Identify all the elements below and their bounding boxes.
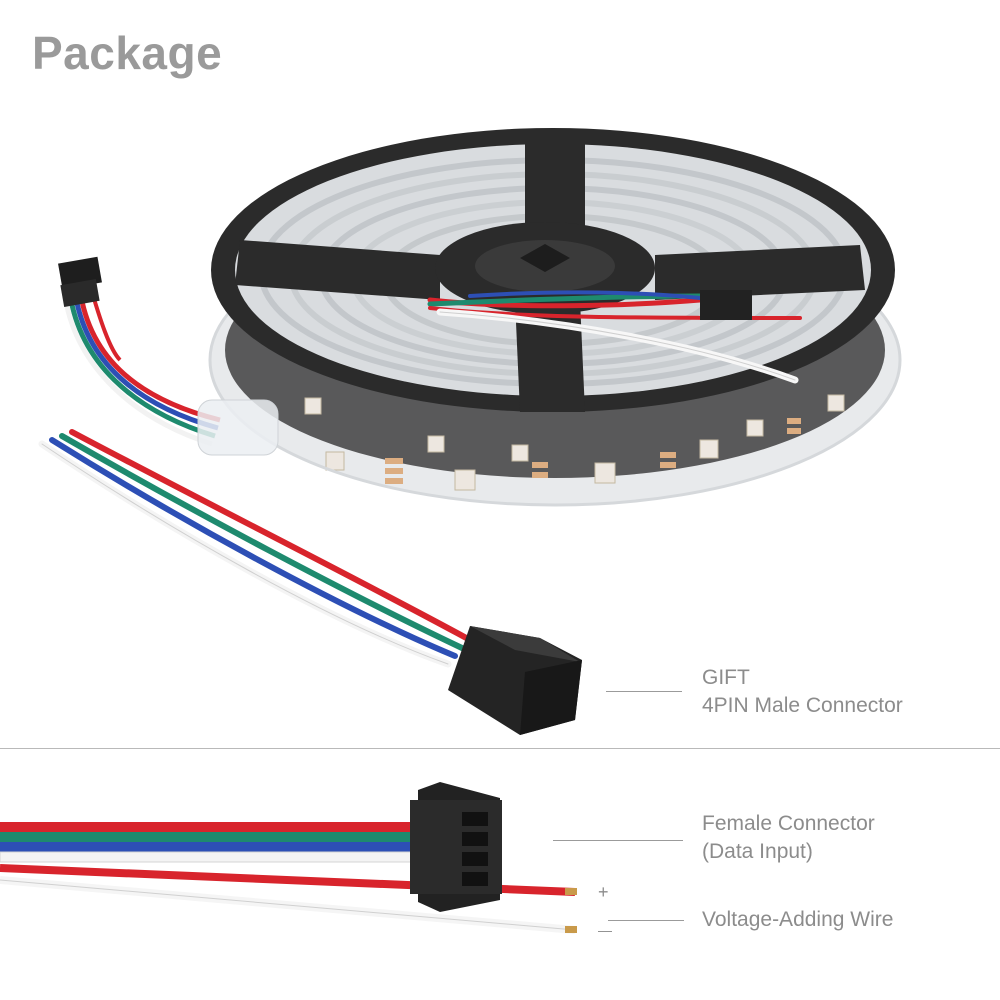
gift-label-line1: GIFT: [702, 666, 750, 689]
small-male-connector: [58, 256, 102, 307]
gift-male-connector: [448, 626, 582, 735]
minus-sign: —: [598, 922, 612, 938]
plus-sign: +: [598, 882, 609, 902]
female-label-line2: (Data Input): [702, 840, 813, 863]
gift-label-line2: 4PIN Male Connector: [702, 694, 903, 717]
voltage-leader-line: [608, 920, 684, 921]
resistor-pads: [385, 418, 801, 484]
reel-connector: [700, 290, 752, 320]
female-leader-line: [553, 840, 683, 841]
gift-leader-line: [606, 691, 682, 692]
female-connector-label: Female Connector (Data Input): [702, 810, 875, 866]
female-connector: [410, 782, 502, 912]
strip-input-wires: [62, 284, 221, 447]
female-label-line1: Female Connector: [702, 812, 875, 835]
led-strip-reel: [208, 128, 902, 507]
gift-connector-wires: [38, 429, 473, 668]
led-chips: [304, 394, 845, 491]
page-title: Package: [32, 27, 223, 79]
strip-end-cap: [197, 399, 279, 456]
section-divider: [0, 748, 1000, 749]
gift-label: GIFT 4PIN Male Connector: [702, 664, 903, 720]
voltage-wire-label: Voltage-Adding Wire: [702, 908, 894, 931]
